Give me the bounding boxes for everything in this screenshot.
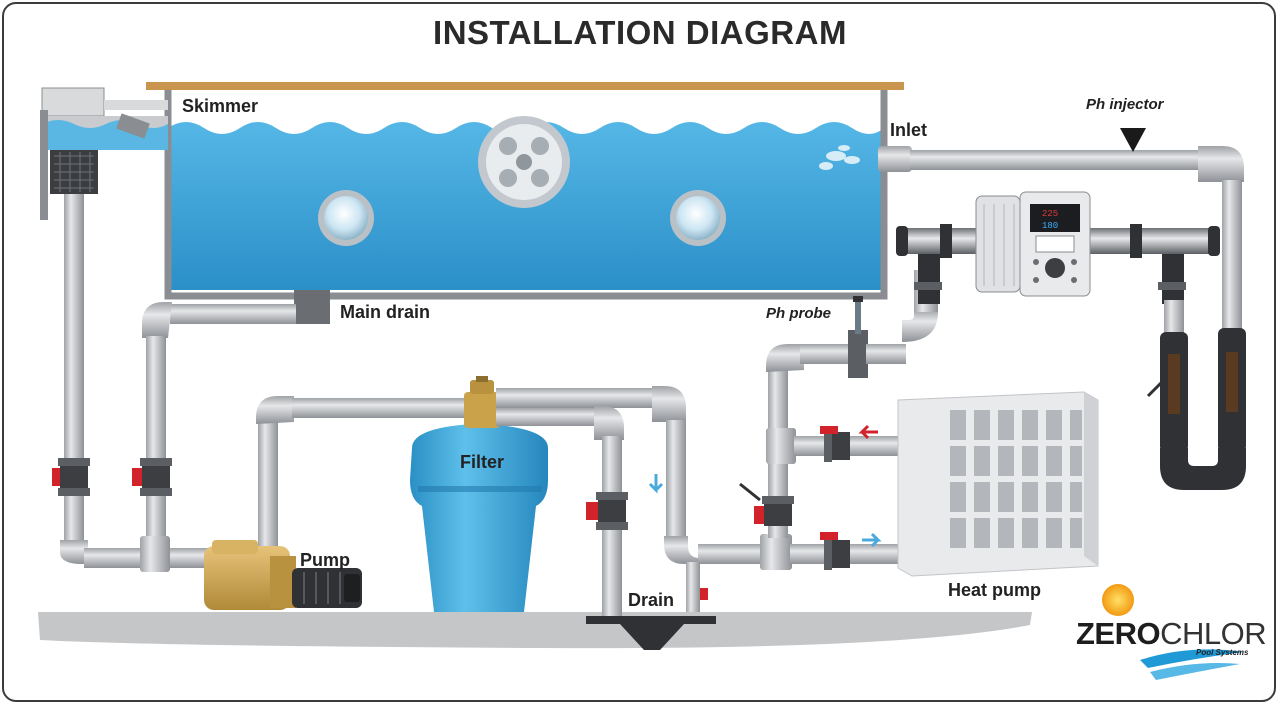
- pool-deck: [146, 82, 904, 90]
- skimmer: [40, 87, 168, 220]
- return-pipe: [878, 146, 1244, 330]
- label-drain: Drain: [628, 590, 675, 610]
- logo-brand-bold: ZERO: [1076, 616, 1161, 651]
- pool-light-right: [670, 190, 726, 246]
- pool-light-left: [318, 190, 374, 246]
- controller-display-line1: 225: [1042, 209, 1058, 219]
- logo-tagline: Pool Systems: [1196, 648, 1249, 657]
- label-skimmer: Skimmer: [182, 96, 259, 116]
- pool-jet-panel: [478, 116, 570, 208]
- label-inlet: Inlet: [890, 120, 928, 140]
- valve-skimmer[interactable]: [52, 458, 90, 496]
- chlorinator-cell: [896, 191, 1220, 360]
- valve-main-drain[interactable]: [132, 458, 172, 496]
- drain-outlet: [586, 562, 716, 650]
- ph-injector-loop: [1146, 328, 1246, 490]
- controller-display-line2: 180: [1042, 221, 1058, 231]
- inlet-bubbles: [819, 145, 860, 170]
- valve-bypass[interactable]: [739, 482, 794, 526]
- ph-probe: [853, 296, 863, 334]
- skimmer-pipe: [64, 194, 84, 544]
- valve-heat-pump-in[interactable]: [820, 426, 850, 462]
- pump: [204, 540, 362, 610]
- heat-pump-manifold: [664, 534, 930, 570]
- label-main-drain: Main drain: [340, 302, 431, 322]
- label-ph-injector: Ph injector: [1086, 96, 1164, 113]
- logo-brand-light: CHLOR: [1160, 616, 1267, 651]
- filter: [410, 376, 548, 612]
- valve-filter-drain[interactable]: [586, 492, 628, 530]
- pump-outlet-pipe: [256, 396, 468, 546]
- label-heat-pump: Heat pump: [948, 580, 1042, 600]
- filter-outlet-pipe: [496, 386, 686, 616]
- arrow-icon: [648, 424, 882, 548]
- label-ph-probe: Ph probe: [766, 305, 832, 322]
- heat-pump: [897, 391, 1099, 577]
- triangle-down-icon: [1120, 128, 1146, 152]
- ground: [38, 612, 1032, 649]
- label-filter: Filter: [460, 452, 505, 472]
- suction-manifold: [60, 536, 214, 572]
- label-pump: Pump: [300, 550, 351, 570]
- zerochlor-logo-mark: [1102, 584, 1244, 680]
- valve-heat-pump-out[interactable]: [820, 532, 850, 570]
- logo-wordmark: ZEROCHLOR: [1076, 616, 1267, 652]
- page-title: INSTALLATION DIAGRAM: [433, 14, 847, 51]
